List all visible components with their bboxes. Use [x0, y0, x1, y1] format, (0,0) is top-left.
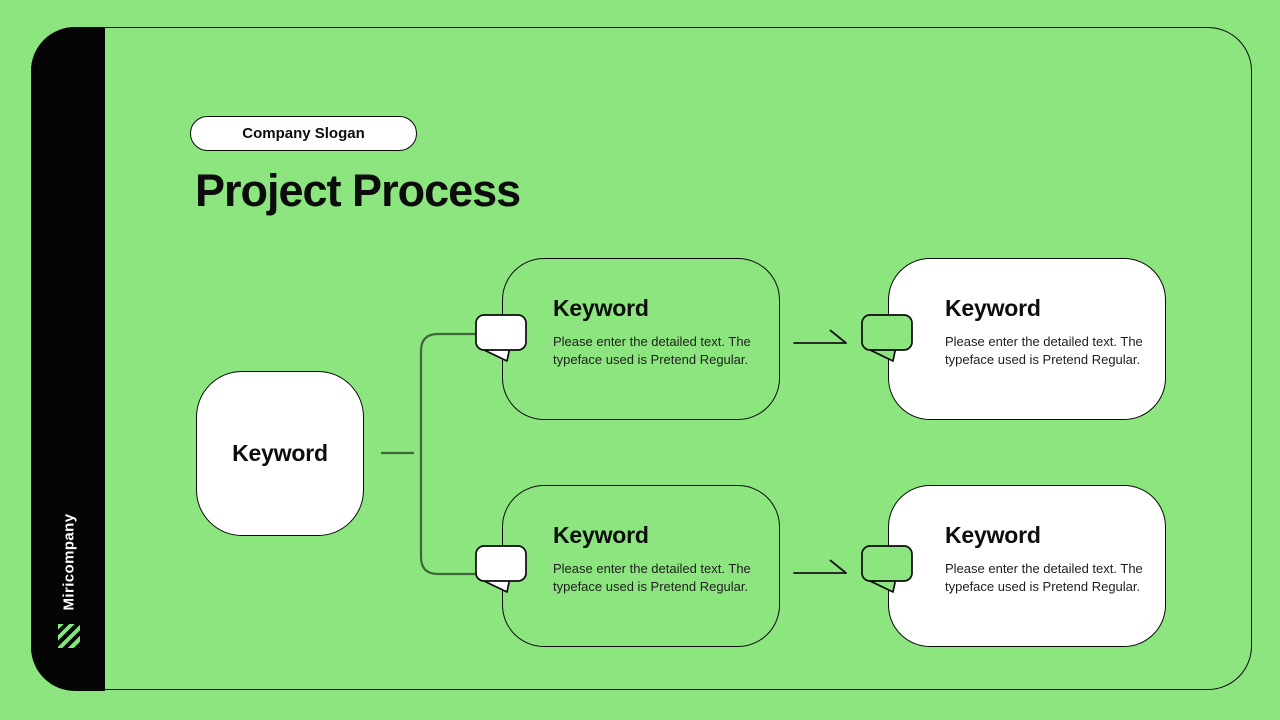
node-top-right: Keyword Please enter the detailed text. … [888, 258, 1166, 420]
sidebar [31, 27, 105, 691]
brand-name: Miricompany [60, 513, 78, 611]
node-bottom-right: Keyword Please enter the detailed text. … [888, 485, 1166, 647]
node-bottom-middle: Keyword Please enter the detailed text. … [502, 485, 780, 647]
node-desc-line: typeface used is Pretend Regular. [945, 351, 1141, 367]
node-desc-line: typeface used is Pretend Regular. [553, 578, 749, 594]
node-desc-line: typeface used is Pretend Regular. [553, 351, 749, 367]
node-desc-line: Please enter the detailed text. The [945, 334, 1143, 349]
slide-panel-outline [31, 27, 1252, 690]
root-keyword-box: Keyword [196, 371, 364, 536]
slogan-badge: Company Slogan [190, 116, 417, 151]
node-title: Keyword [945, 522, 1041, 548]
root-keyword-label: Keyword [232, 440, 328, 466]
node-desc-line: Please enter the detailed text. The [553, 561, 751, 576]
node-title: Keyword [553, 522, 649, 548]
node-top-middle: Keyword Please enter the detailed text. … [502, 258, 780, 420]
node-desc-line: Please enter the detailed text. The [945, 561, 1143, 576]
node-title: Keyword [553, 295, 649, 321]
slogan-badge-label: Company Slogan [242, 125, 365, 142]
brand-logo-icon [58, 624, 80, 648]
node-desc-line: Please enter the detailed text. The [553, 334, 751, 349]
node-desc-line: typeface used is Pretend Regular. [945, 578, 1141, 594]
node-title: Keyword [945, 295, 1041, 321]
page-title: Project Process [195, 165, 521, 216]
